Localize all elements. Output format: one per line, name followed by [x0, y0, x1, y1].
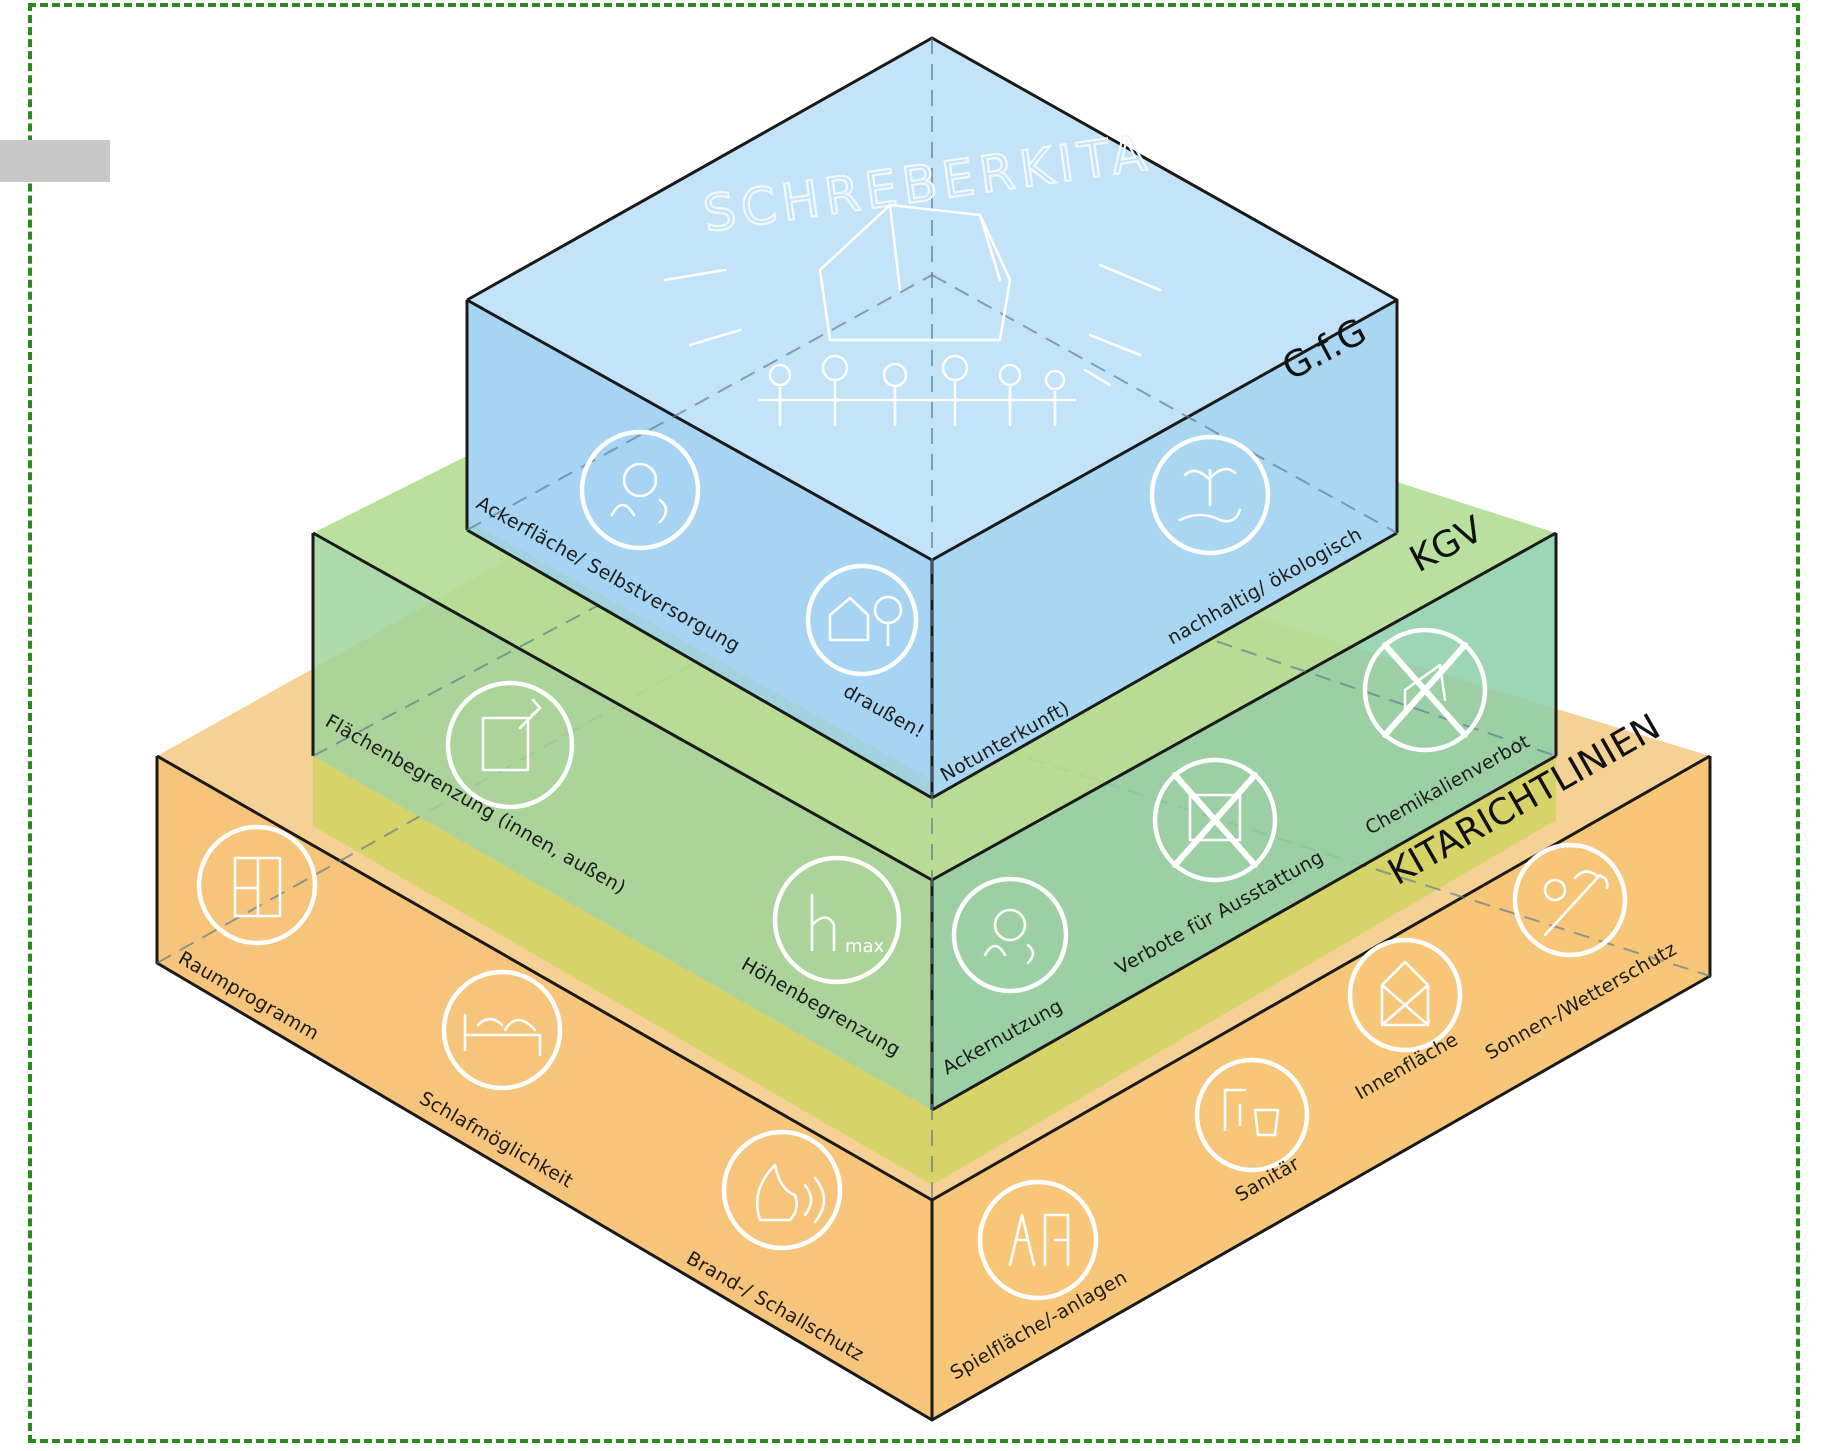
svg-text:max: max: [845, 936, 885, 957]
